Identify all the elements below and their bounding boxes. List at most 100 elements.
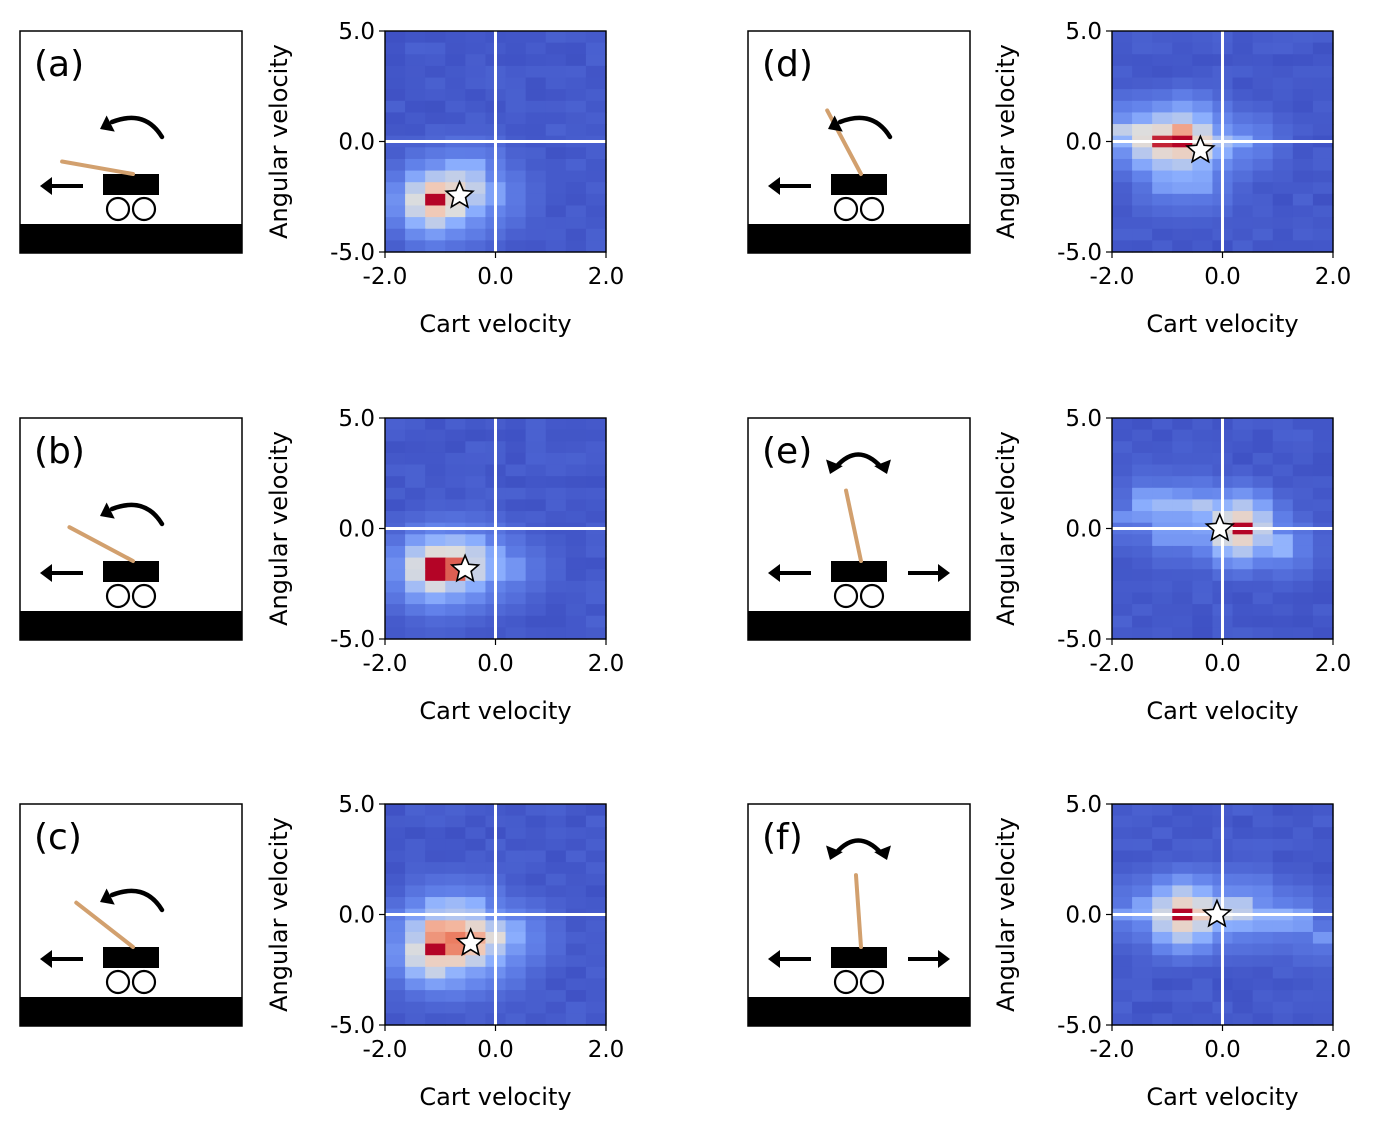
heatmap-cell <box>545 569 567 582</box>
heatmap-cell <box>445 42 466 55</box>
heatmap-cell <box>425 627 446 640</box>
heatmap-cell <box>1192 217 1214 230</box>
heatmap-cell <box>585 580 607 594</box>
heatmap-cell <box>1272 89 1294 102</box>
heatmap-cell <box>1232 182 1254 195</box>
heatmap-cell <box>1172 569 1193 582</box>
heatmap-cell <box>1132 627 1153 640</box>
heatmap-cell <box>1112 77 1133 90</box>
heatmap-cell <box>545 615 567 628</box>
heatmap-cell <box>525 897 547 910</box>
heatmap-cell <box>525 827 547 840</box>
heatmap-cell <box>545 42 567 55</box>
heatmap-cell <box>1252 557 1274 570</box>
heatmap-cell <box>505 1013 527 1026</box>
heatmap-cell <box>545 850 567 863</box>
heatmap-cell <box>1172 931 1193 945</box>
heatmap-cell <box>425 65 446 79</box>
heatmap-cell <box>1312 77 1334 90</box>
heatmap-cell <box>1172 441 1193 454</box>
heatmap-cell <box>1252 147 1274 160</box>
heatmap-cell <box>1292 873 1314 887</box>
heatmap-cell <box>505 804 527 817</box>
x-tick-label: 0.0 <box>477 264 514 290</box>
heatmap-cell <box>1152 569 1173 582</box>
heatmap-cell <box>405 77 426 90</box>
heatmap-cell <box>565 452 587 466</box>
heatmap-cell <box>405 873 426 887</box>
heatmap-cell <box>445 418 466 431</box>
heatmap-cell <box>1272 862 1294 875</box>
heatmap-cell <box>1152 545 1173 559</box>
heatmap-cell <box>445 147 466 160</box>
heatmap-cell <box>1112 464 1133 477</box>
heatmap-cell <box>1232 545 1254 559</box>
heatmap-cell <box>1172 170 1193 183</box>
heatmap-cell <box>405 147 426 160</box>
heatmap-cell <box>1152 65 1173 79</box>
heatmap-cell <box>1132 990 1153 1003</box>
x-tick-label: 2.0 <box>1315 264 1352 290</box>
heatmap-cell <box>1312 65 1334 79</box>
heatmap-cell <box>545 815 567 828</box>
heatmap-cell <box>565 627 587 640</box>
sketch-frame <box>19 30 243 254</box>
heatmap-cell <box>1312 990 1334 1003</box>
heatmap-cell <box>525 499 547 512</box>
x-tick-label: 0.0 <box>1204 651 1241 677</box>
heatmap-cell <box>525 815 547 828</box>
heatmap-cell <box>1292 885 1314 898</box>
heatmap-cell <box>1152 838 1173 852</box>
heatmap-cell <box>1272 615 1294 628</box>
heatmap-cell <box>1252 580 1274 594</box>
y-tick-label: 5.0 <box>1065 19 1102 45</box>
heatmap-cell <box>545 65 567 79</box>
heatmap-cell <box>1172 476 1193 489</box>
heatmap-cell <box>425 147 446 160</box>
heatmap-cell <box>1192 838 1214 852</box>
heatmap-cell <box>445 124 466 137</box>
heatmap-cell <box>505 931 527 945</box>
heatmap-cell <box>465 990 487 1003</box>
heatmap-cell <box>1152 804 1173 817</box>
heatmap-cell <box>525 592 547 605</box>
heatmap-cell <box>445 31 466 44</box>
heatmap-cell <box>1252 205 1274 218</box>
left-arrow-icon <box>40 177 52 195</box>
heatmap-cell <box>585 557 607 570</box>
heatmap-cell <box>1192 873 1214 887</box>
heatmap-cell <box>405 534 426 547</box>
heatmap-cell <box>1292 487 1314 501</box>
heatmap-cell <box>385 499 406 512</box>
heatmap-cell <box>565 42 587 55</box>
heatmap-cell <box>565 931 587 945</box>
heatmap-cell <box>1172 815 1193 828</box>
rotate-ccw-icon <box>100 115 115 132</box>
x-tick-label: -2.0 <box>1090 651 1135 677</box>
heatmap-cell <box>1172 1013 1193 1026</box>
heatmap-cell <box>505 604 527 617</box>
heatmap-cell <box>585 112 607 125</box>
heatmap-cell <box>525 604 547 617</box>
heatmap-cell <box>1232 943 1254 956</box>
rotation-arc <box>833 838 884 856</box>
x-tick-label: -2.0 <box>1090 264 1135 290</box>
heatmap-cell <box>465 615 487 628</box>
heatmap-cell <box>1232 592 1254 605</box>
heatmap-cell <box>1232 89 1254 102</box>
heatmap-cell <box>585 885 607 898</box>
rotate-left-icon <box>826 845 843 860</box>
heatmap-cell <box>1232 418 1254 431</box>
heatmap-cell <box>425 838 446 852</box>
heatmap-cell <box>465 627 487 640</box>
heatmap-cell <box>585 1013 607 1026</box>
heatmap-cell <box>445 464 466 477</box>
heatmap-cell <box>1292 89 1314 102</box>
heatmap-cell <box>1172 827 1193 840</box>
heatmap-cell <box>585 77 607 90</box>
heatmap-cell <box>1172 804 1193 817</box>
heatmap-cell <box>425 862 446 875</box>
heatmap-cell <box>1272 534 1294 547</box>
heatmap-cell <box>525 804 547 817</box>
heatmap-cell <box>465 158 487 172</box>
